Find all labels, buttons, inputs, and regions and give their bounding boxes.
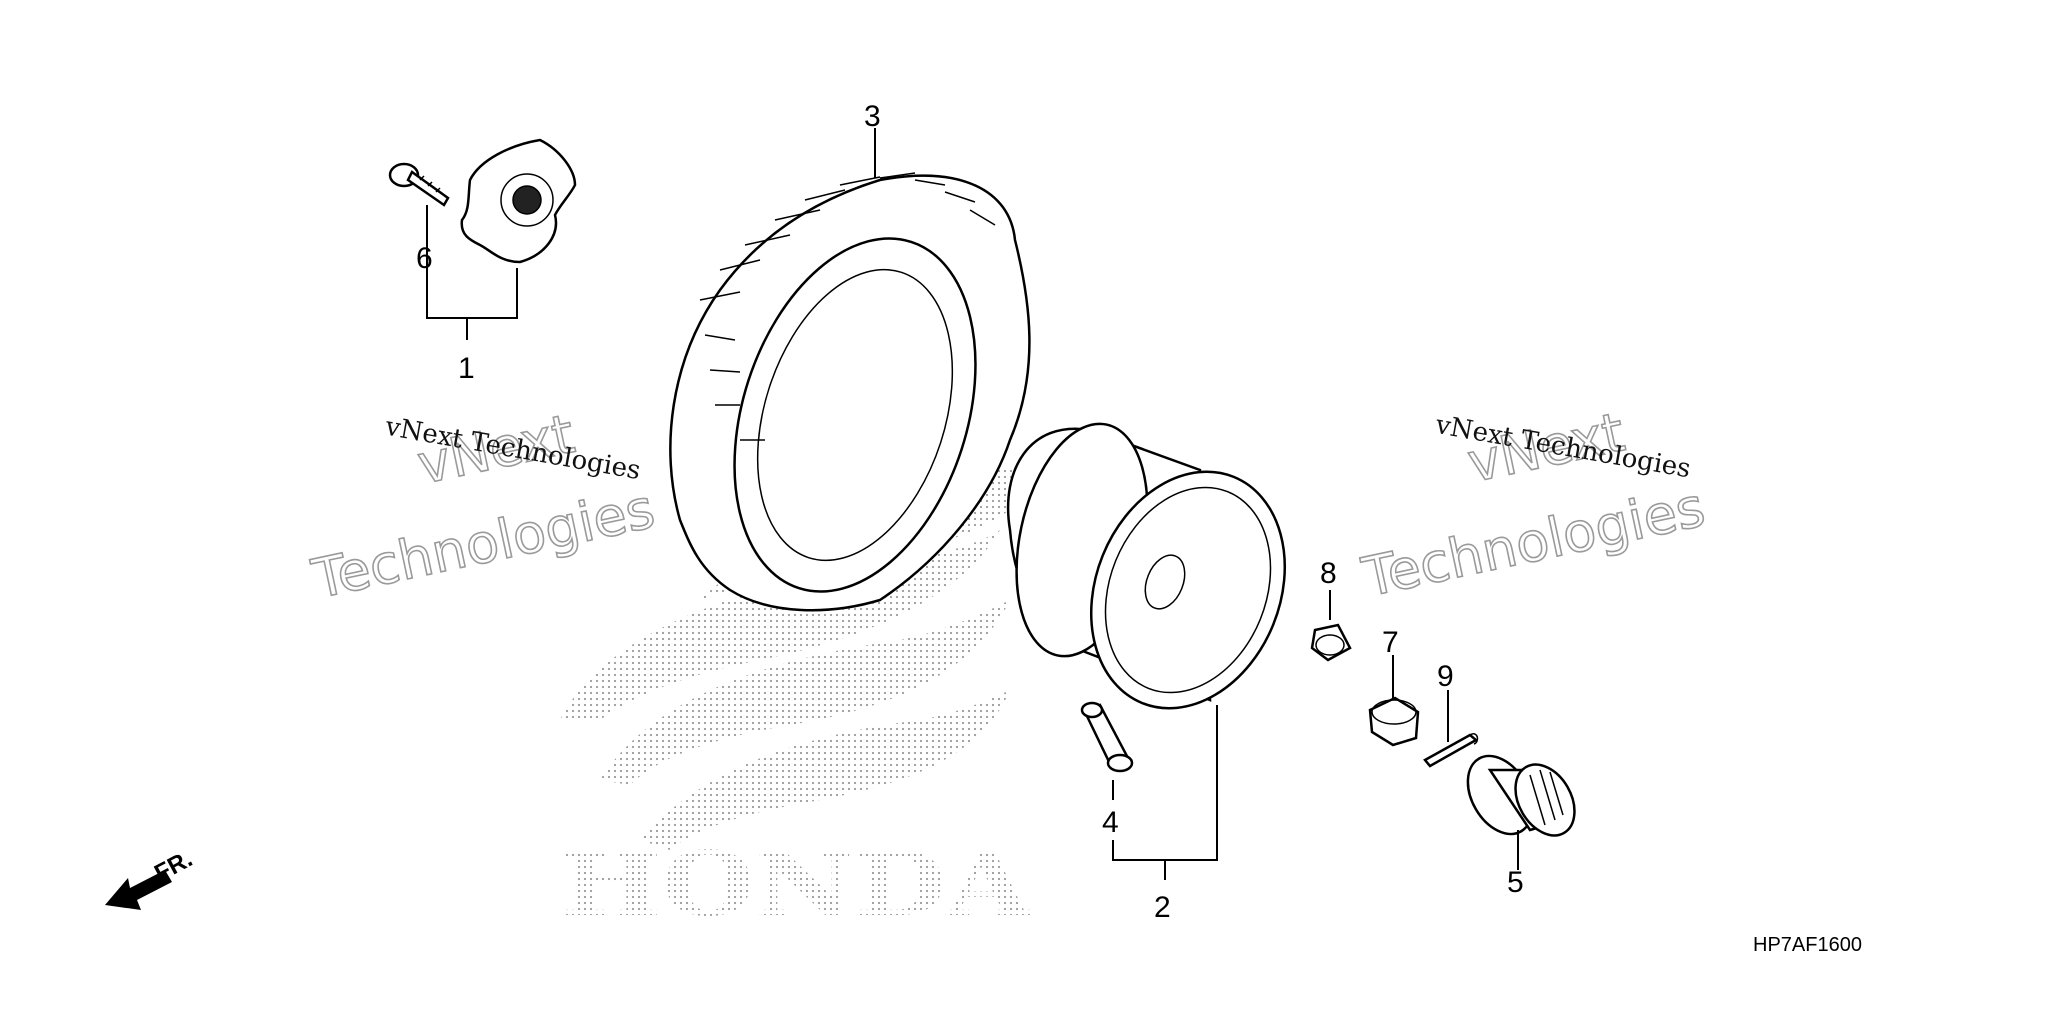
wheel-hub-part[interactable] [460,138,577,264]
callout-6: 6 [416,242,433,275]
watermark-right-big-2: Technologies [1357,475,1710,609]
callout-5: 5 [1507,866,1524,899]
callout-9: 9 [1437,660,1454,693]
callout-3: 3 [864,100,881,133]
callout-2: 2 [1154,891,1171,924]
tire-part[interactable] [669,172,1031,623]
rim-part[interactable] [997,412,1319,738]
callout-7: 7 [1382,626,1399,659]
callout-8: 8 [1320,557,1337,590]
watermark-right: vNext Technologies vNext Technologies [1356,400,1711,610]
valve-stem-part[interactable] [1080,701,1134,773]
watermark-left-big-2: Technologies [307,477,660,611]
front-direction-arrow: FR. [105,845,197,910]
cotter-pin-part[interactable] [1423,733,1479,768]
leader-1 [426,228,518,319]
bolt-part[interactable] [388,162,450,207]
callout-4: 4 [1102,806,1119,839]
diagram-code: HP7AF1600 [1753,934,1862,956]
honda-logo-text: HONDA [560,832,1032,936]
nut-part[interactable] [1368,696,1420,747]
collar-part[interactable] [1310,623,1352,662]
leader-2 [1112,705,1218,861]
callout-1: 1 [458,352,475,385]
hub-cap-part[interactable] [1455,745,1587,846]
watermark-left: vNext Technologies vNext Technologies [306,401,661,611]
